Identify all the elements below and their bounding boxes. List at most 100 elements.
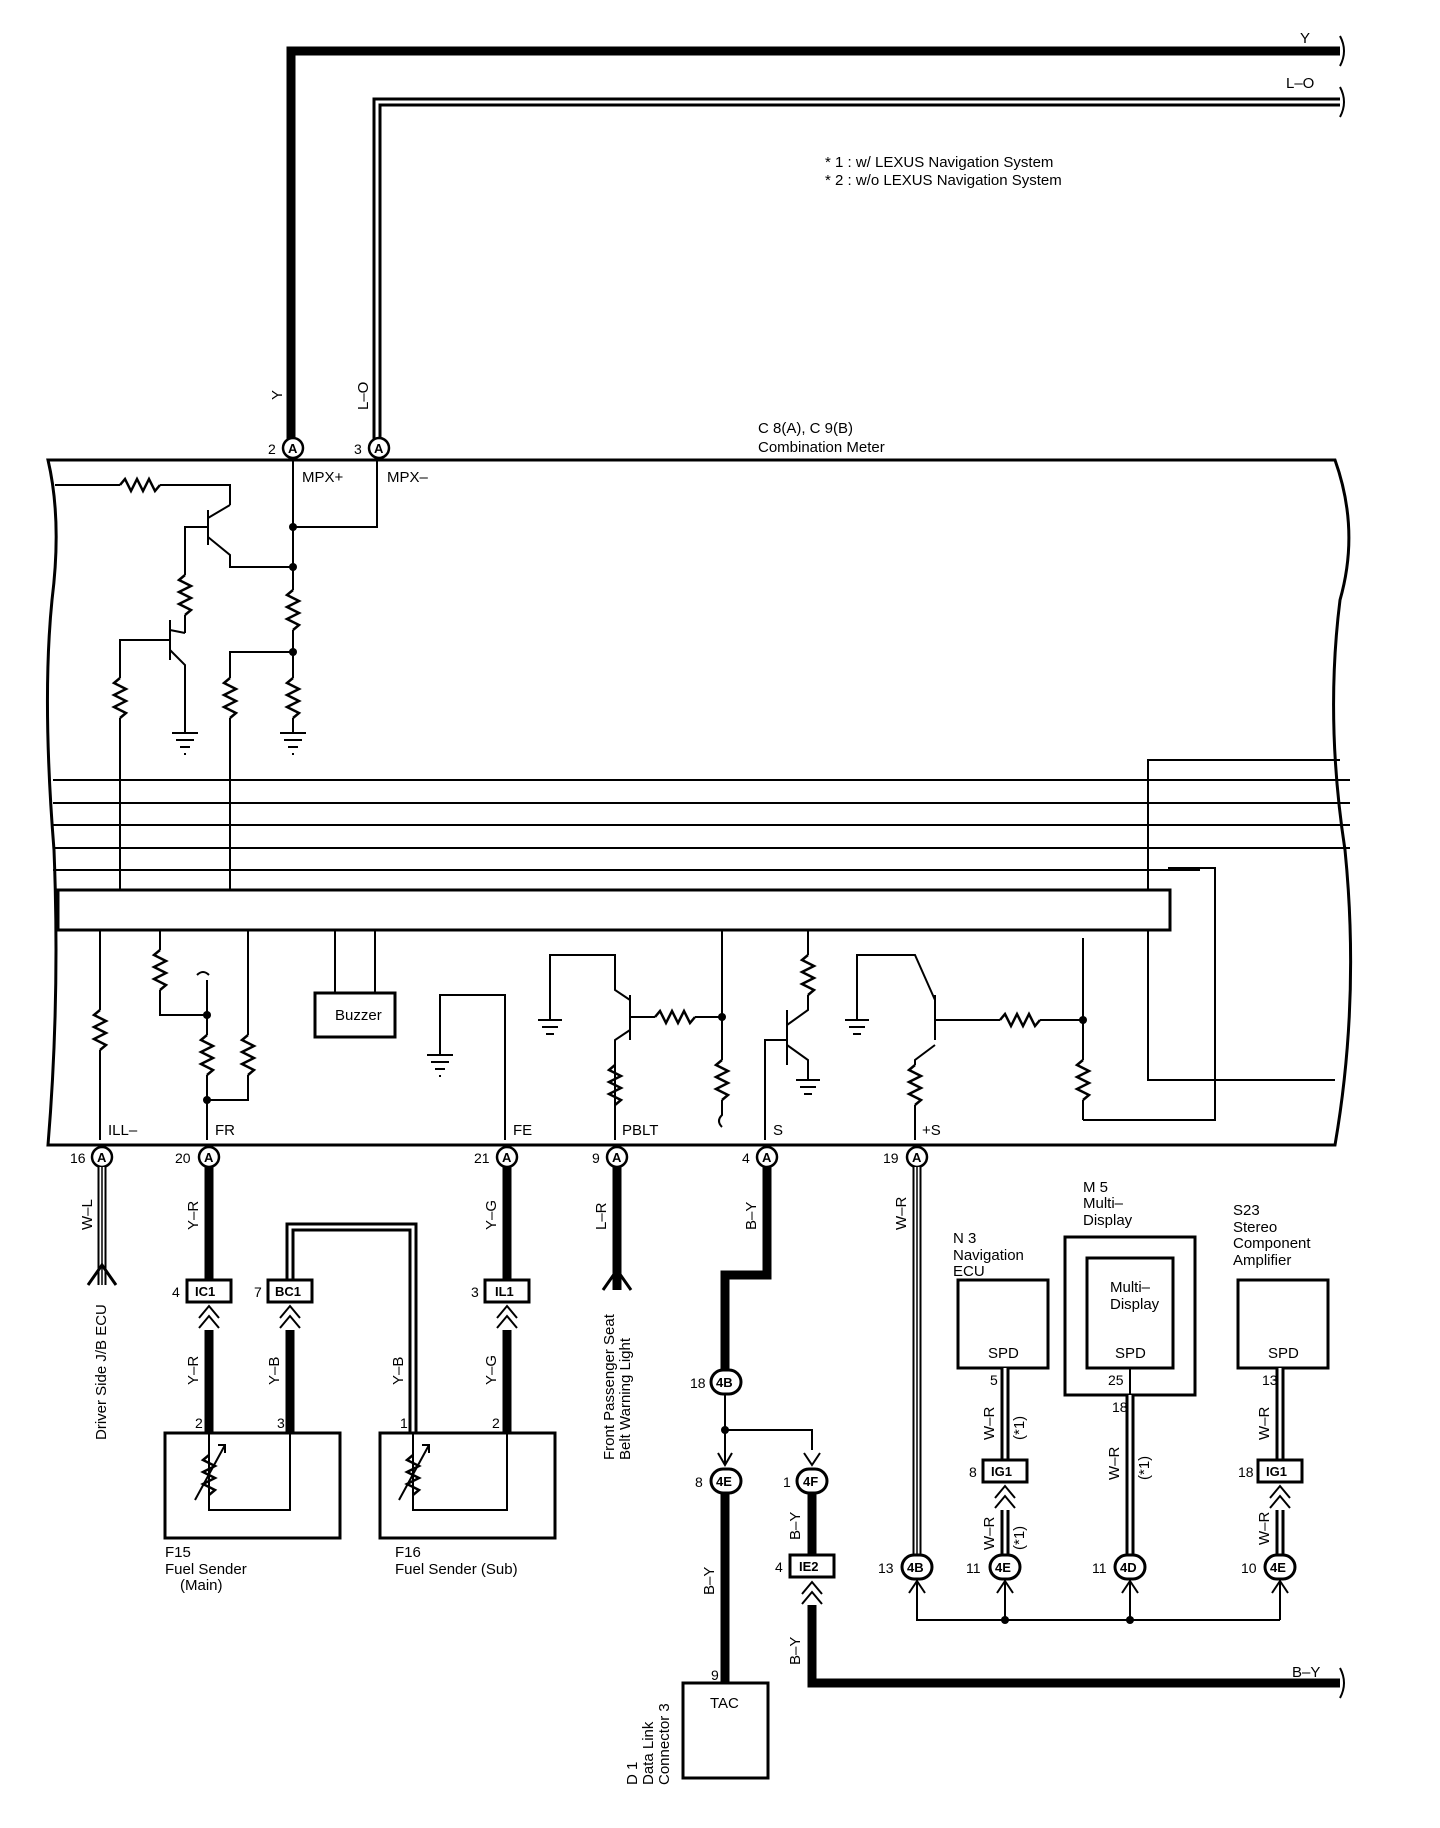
pin-label-fr: FR — [215, 1122, 235, 1139]
wire-label-yr: Y–R — [185, 1201, 202, 1230]
svg-text:3: 3 — [471, 1284, 479, 1300]
svg-text:A: A — [612, 1150, 622, 1165]
wire-label-wr: W–R — [893, 1197, 910, 1231]
wire-label-by-ie2: B–Y — [787, 1637, 804, 1665]
wire-label-yr2: Y–R — [185, 1356, 202, 1385]
svg-text:4E: 4E — [1270, 1560, 1286, 1575]
connector-ic1: IC1 4 — [172, 1278, 233, 1304]
md-l1: Multi– — [1083, 1195, 1124, 1212]
pin-19A: A 19 — [883, 1145, 929, 1169]
svg-text:7: 7 — [254, 1284, 262, 1300]
svg-text:21: 21 — [474, 1150, 490, 1166]
pin-9A: A 9 — [592, 1145, 629, 1169]
nav-star-2: (*1) — [1011, 1526, 1028, 1550]
svg-text:18: 18 — [690, 1375, 706, 1391]
connector-il1: IL1 3 — [471, 1278, 531, 1304]
pin-label-fe: FE — [513, 1122, 532, 1139]
wire-label-by: B–Y — [743, 1202, 760, 1230]
wire-y-top — [286, 46, 1340, 440]
svg-text:13: 13 — [878, 1560, 894, 1576]
md-pin: 25 — [1108, 1372, 1124, 1388]
amp-pin: 13 — [1262, 1372, 1278, 1388]
svg-text:10: 10 — [1241, 1560, 1257, 1576]
wire-label-y-vert: Y — [269, 390, 286, 400]
svg-text:18: 18 — [1238, 1464, 1254, 1480]
svg-text:A: A — [204, 1150, 214, 1165]
svg-text:19: 19 — [883, 1150, 899, 1166]
svg-text:11: 11 — [1092, 1560, 1107, 1576]
pin-label-s: S — [773, 1122, 783, 1139]
wire-label-yb3: Y–B — [266, 1357, 283, 1385]
buzzer — [313, 991, 397, 1039]
navigation-ecu — [956, 1278, 1050, 1370]
wire-break-mark — [1339, 35, 1345, 118]
svg-text:4: 4 — [742, 1150, 750, 1166]
connector-1-4f: 4F 1 — [783, 1467, 829, 1495]
md-inner2: Display — [1110, 1296, 1160, 1313]
wire-lo-top — [372, 97, 1340, 440]
driver-jb-label: Driver Side J/B ECU — [93, 1304, 110, 1440]
nav-pin: 5 — [990, 1372, 998, 1388]
md-inner1: Multi– — [1110, 1279, 1151, 1296]
wire-label-wr-md: W–R — [1106, 1447, 1123, 1481]
svg-text:3: 3 — [354, 441, 362, 457]
arrow-lr — [601, 1267, 633, 1291]
connector-bc1: BC1 7 — [254, 1278, 314, 1304]
combination-meter-box — [45, 458, 1353, 1147]
f15-l2: (Main) — [180, 1577, 223, 1594]
f15-code: F15 — [165, 1544, 191, 1561]
note-2: * 2 : w/o LEXUS Navigation System — [825, 172, 1062, 189]
dlc-l2: Connector 3 — [656, 1703, 673, 1785]
dlc-pin: 9 — [711, 1667, 719, 1683]
f16-pin-2: 2 — [492, 1415, 500, 1431]
amp-l1: Stereo — [1233, 1219, 1277, 1236]
wire-label-yg: Y–G — [483, 1200, 500, 1230]
svg-text:4E: 4E — [995, 1560, 1011, 1575]
connector-11-4e: 4E 11 — [966, 1553, 1022, 1581]
data-link-connector — [681, 1681, 770, 1780]
pin-label-mpx-plus: MPX+ — [302, 469, 344, 486]
svg-text:4: 4 — [775, 1559, 783, 1575]
connector-ie2: IE2 4 — [775, 1553, 836, 1579]
f16-code: F16 — [395, 1544, 421, 1561]
svg-text:A: A — [762, 1150, 772, 1165]
f15-pin-3: 3 — [277, 1415, 285, 1431]
wire-label-yb1: Y–B — [390, 1357, 407, 1385]
nav-spd: SPD — [988, 1345, 1019, 1362]
wire-label-wl: W–L — [79, 1199, 96, 1230]
connector-11-4d: 4D 11 — [1092, 1553, 1147, 1581]
svg-text:11: 11 — [966, 1560, 981, 1576]
meter-code: C 8(A), C 9(B) — [758, 420, 853, 437]
nav-code: N 3 — [953, 1230, 976, 1247]
svg-text:A: A — [502, 1150, 512, 1165]
svg-text:A: A — [288, 441, 298, 456]
pin-16A: A 16 — [70, 1145, 114, 1169]
svg-text:A: A — [374, 441, 384, 456]
svg-text:IE2: IE2 — [799, 1559, 819, 1574]
pass-seat-label-1: Front Passenger Seat — [601, 1313, 618, 1460]
svg-text:4: 4 — [172, 1284, 180, 1300]
note-1: * 1 : w/ LEXUS Navigation System — [825, 154, 1053, 171]
svg-text:2: 2 — [268, 441, 276, 457]
dlc-code: D 1 — [624, 1762, 641, 1785]
fuel-sender-main — [163, 1431, 342, 1540]
f15-pin-2: 2 — [195, 1415, 203, 1431]
wire-label-wr-amp2: W–R — [1256, 1512, 1273, 1546]
dlc-l1: Data Link — [640, 1721, 657, 1785]
svg-text:A: A — [912, 1150, 922, 1165]
amp-l3: Amplifier — [1233, 1252, 1291, 1269]
wire-label-lo: L–O — [1286, 75, 1314, 92]
nav-l2: ECU — [953, 1263, 985, 1280]
internal-bus — [56, 888, 1172, 932]
connector-13-4b: 4B 13 — [878, 1553, 934, 1581]
lower-circuit — [91, 930, 1092, 1140]
wire-label-wr-amp: W–R — [1256, 1407, 1273, 1441]
wire-label-y: Y — [1300, 30, 1310, 47]
dlc-tac: TAC — [710, 1695, 739, 1712]
nav-star: (*1) — [1011, 1416, 1028, 1440]
fuel-sender-sub — [378, 1431, 557, 1540]
wire-label-yg2: Y–G — [483, 1355, 500, 1385]
stereo-amplifier — [1236, 1278, 1330, 1370]
md-code: M 5 — [1083, 1179, 1108, 1196]
md-star: (*1) — [1136, 1456, 1153, 1480]
